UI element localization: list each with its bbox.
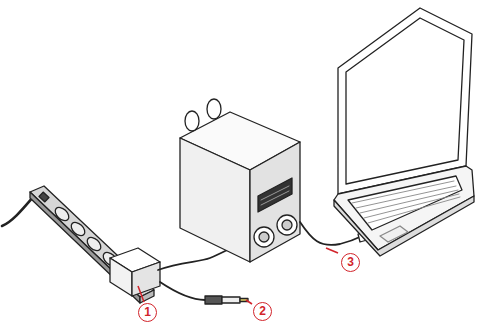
callout-number: 1 [138, 303, 157, 322]
dc-plug [205, 296, 248, 304]
callout-number: 2 [253, 302, 272, 321]
laptop [334, 8, 474, 256]
callout-number: 3 [341, 253, 360, 272]
leader-line [138, 286, 144, 302]
power-adapter [110, 248, 160, 296]
leader-line [326, 248, 338, 253]
dc-cable [160, 282, 205, 300]
leader-line [246, 300, 252, 304]
device-box [180, 99, 300, 262]
keyboard-keys [352, 181, 460, 223]
mains-cord [2, 196, 34, 226]
touchpad [380, 226, 408, 242]
